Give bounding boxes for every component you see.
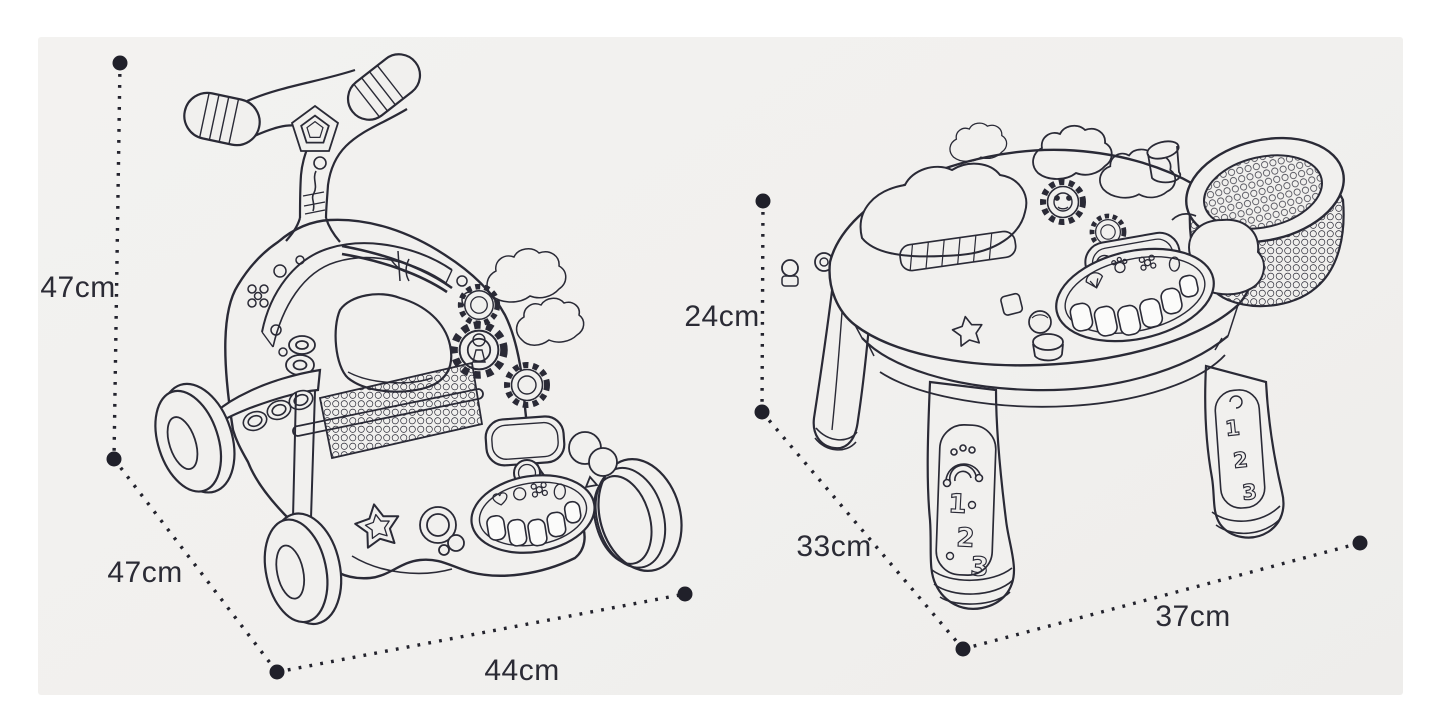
walker-front-wheel (263, 512, 343, 626)
dimension-label-walker-width: 44cm (484, 654, 560, 687)
walker-mirror (484, 415, 566, 467)
walker-handle (183, 53, 422, 243)
walker-panel-decor (247, 248, 585, 357)
walker-gears (454, 287, 547, 405)
walker-figure (154, 53, 683, 626)
walker-pentagon-badge (290, 104, 340, 152)
walker-width-line (276, 592, 686, 674)
walker-right-wheel (592, 458, 683, 572)
walker-depth-line (112, 457, 279, 674)
svg-text:1: 1 (1224, 416, 1241, 441)
walker-left-grip (183, 91, 261, 147)
table-front-leg: 1 2 3 (926, 380, 1016, 610)
svg-text:3: 3 (970, 552, 990, 583)
walker-right-grip (346, 53, 422, 121)
svg-text:1: 1 (948, 489, 968, 520)
cylinder-knob (1146, 140, 1182, 184)
svg-text:2: 2 (1232, 448, 1249, 473)
walker-mesh-net (292, 361, 484, 460)
walker-rear-wheel (154, 382, 236, 494)
walker-height-line (112, 62, 122, 460)
svg-text:2: 2 (956, 523, 976, 554)
table-piano (1055, 247, 1215, 343)
table-apron (854, 304, 1239, 408)
dimension-label-walker-height: 47cm (40, 271, 116, 304)
dimension-label-table-width: 37cm (1155, 600, 1231, 633)
walker-piano (470, 474, 596, 554)
storage-basket (1171, 136, 1345, 308)
table-leg-rainbow (942, 444, 984, 488)
walker-balloon (568, 431, 618, 489)
table-depth-line (760, 410, 965, 651)
dimension-label-table-height: 24cm (684, 300, 760, 333)
table-figure: 1 2 3 1 2 3 (781, 122, 1345, 610)
dimension-label-walker-depth: 47cm (107, 556, 183, 589)
table-height-line (760, 200, 765, 413)
walker-rattle (419, 506, 465, 556)
svg-text:3: 3 (1241, 480, 1258, 505)
dimension-endpoint-dots (106, 55, 1368, 680)
table-right-leg: 1 2 3 (1204, 364, 1285, 539)
dimension-label-table-depth: 33cm (796, 530, 872, 563)
drum-toy (1032, 333, 1064, 362)
dimension-lines (112, 62, 1361, 674)
table-width-line (962, 541, 1361, 651)
